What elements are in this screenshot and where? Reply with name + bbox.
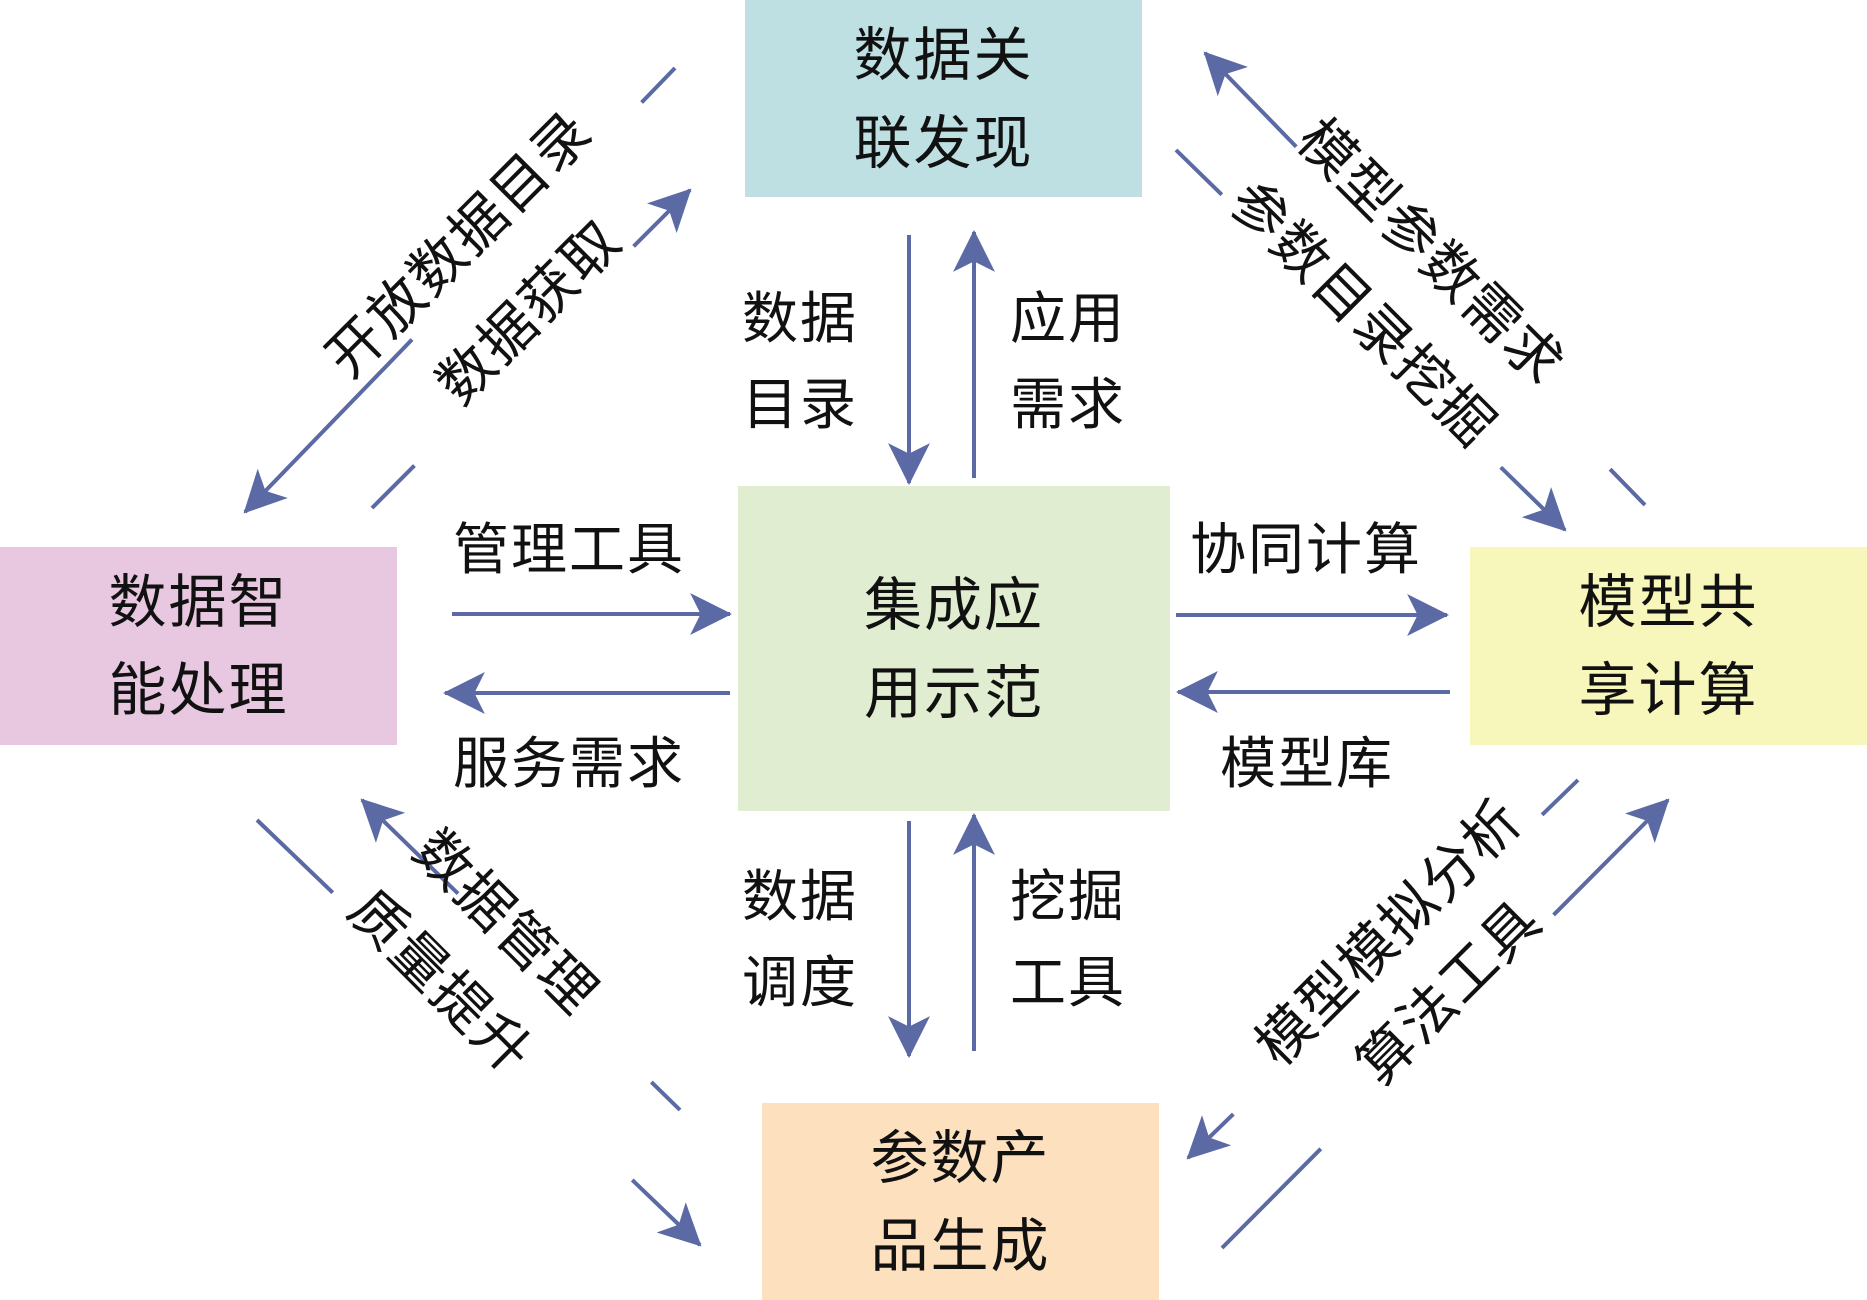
arrow-left-to-top xyxy=(370,188,692,510)
node-label-line: 联发现 xyxy=(853,108,1034,177)
node-label-line: 品生成 xyxy=(870,1211,1051,1280)
arrow-bottom-to-right xyxy=(1220,798,1670,1250)
label-line: 挖掘 xyxy=(1010,865,1126,930)
node-label-line: 数据智 xyxy=(108,568,289,636)
label-service-demand: 服务需求 xyxy=(453,732,685,797)
node-label-line: 数据关 xyxy=(853,20,1034,89)
node-data-association-discovery: 数据关 联发现 xyxy=(745,0,1142,197)
node-data-intelligent-processing: 数据智 能处理 xyxy=(0,547,397,745)
node-integrated-application-demo: 集成应 用示范 xyxy=(738,486,1170,811)
label-data-scheduling: 数据 调度 xyxy=(742,855,858,1027)
node-model-shared-computing: 模型共 享计算 xyxy=(1470,547,1867,745)
node-parameter-product-generation: 参数产 品生成 xyxy=(762,1103,1159,1300)
node-label-line: 用示范 xyxy=(863,658,1044,727)
label-line: 调度 xyxy=(742,951,858,1016)
label-data-catalog: 数据 目录 xyxy=(742,277,858,449)
label-model-library: 模型库 xyxy=(1220,732,1394,797)
arrow-bottom-to-left xyxy=(360,798,682,1112)
label-line: 需求 xyxy=(1010,373,1126,438)
label-application-demand: 应用 需求 xyxy=(1010,277,1126,449)
label-management-tools: 管理工具 xyxy=(453,518,685,583)
label-collaborative-computing: 协同计算 xyxy=(1190,518,1422,583)
arrow-left-to-bottom xyxy=(255,818,702,1247)
arrow-top-to-left xyxy=(243,66,677,514)
node-label-line: 参数产 xyxy=(870,1123,1051,1192)
node-label-line: 模型共 xyxy=(1578,568,1759,636)
label-line: 工具 xyxy=(1010,951,1126,1016)
arrow-right-to-top xyxy=(1203,51,1647,507)
node-label-line: 享计算 xyxy=(1578,656,1759,724)
label-line: 应用 xyxy=(1010,287,1126,352)
label-mining-tools: 挖掘 工具 xyxy=(1010,855,1126,1027)
node-label-line: 能处理 xyxy=(108,656,289,724)
node-label-line: 集成应 xyxy=(863,570,1044,639)
label-line: 数据 xyxy=(742,865,858,930)
label-line: 目录 xyxy=(742,373,858,438)
label-line: 数据 xyxy=(742,287,858,352)
